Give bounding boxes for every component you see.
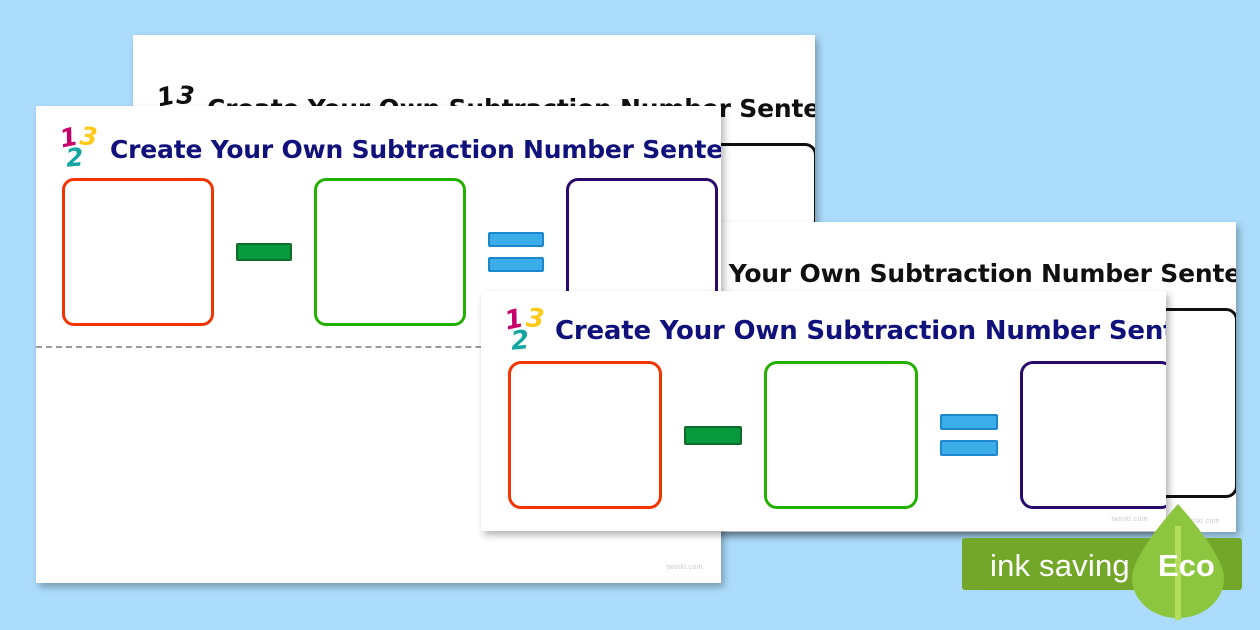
worksheet-panel-top: 1 3 2 Create Your Own Subtraction Number… xyxy=(36,106,721,344)
worksheet-panel: 1 3 2 Create Your Own Subtraction Number… xyxy=(481,291,1166,531)
footer-watermark: twinkl.com xyxy=(1111,516,1148,523)
answer-box-subtrahend[interactable] xyxy=(314,178,466,326)
eco-badge-label: ink saving xyxy=(990,548,1130,583)
worksheet-title-row: 1 3 2 Create Your Own Subtraction Number… xyxy=(570,245,1236,298)
worksheet-title: Create Your Own Subtraction Number Sente… xyxy=(628,258,1236,288)
worksheet-sheet-front-color[interactable]: 1 3 2 Create Your Own Subtraction Number… xyxy=(481,291,1166,531)
cut-line-divider xyxy=(36,346,721,348)
deco-digit-two: 2 xyxy=(509,325,531,357)
equation-row xyxy=(62,178,718,326)
answer-box-difference[interactable] xyxy=(1020,361,1166,509)
equals-bar-bottom xyxy=(940,440,998,456)
leaf-icon xyxy=(1132,504,1224,620)
ink-saving-eco-badge: ink saving Eco xyxy=(962,504,1260,620)
minus-operator-icon xyxy=(236,243,292,261)
answer-box-minuend[interactable] xyxy=(508,361,662,509)
decoration-numbers-left: 1 3 2 xyxy=(497,303,549,357)
decoration-numbers-left: 1 3 2 xyxy=(52,121,104,174)
equals-operator-icon xyxy=(940,413,998,458)
worksheet-title-row: 1 3 2 Create Your Own Subtraction Number… xyxy=(52,121,721,174)
footer-watermark: twinkl.com xyxy=(666,564,703,571)
worksheet-panel-bottom: 1 3 2 Create Your Own Subtraction Number… xyxy=(36,344,721,581)
equals-bar-bottom xyxy=(488,257,544,272)
equals-bar-top xyxy=(488,232,544,247)
footer-watermark: twinkl.com xyxy=(1183,518,1220,525)
equals-operator-icon xyxy=(488,230,544,274)
worksheet-title: Create Your Own Subtraction Number Sente… xyxy=(555,316,1166,346)
worksheet-title: Create Your Own Subtraction Number Sente… xyxy=(110,134,721,164)
equals-bar-top xyxy=(940,414,998,430)
eco-badge-word: Eco xyxy=(1158,548,1215,583)
deco-digit-two: 2 xyxy=(64,142,85,173)
answer-box-subtrahend[interactable] xyxy=(764,361,918,509)
equation-row xyxy=(508,361,1166,509)
worksheet-title-row: 1 3 2 Create Your Own Subtraction Number… xyxy=(497,303,1166,357)
answer-box-minuend[interactable] xyxy=(62,178,214,326)
minus-operator-icon xyxy=(684,425,742,445)
